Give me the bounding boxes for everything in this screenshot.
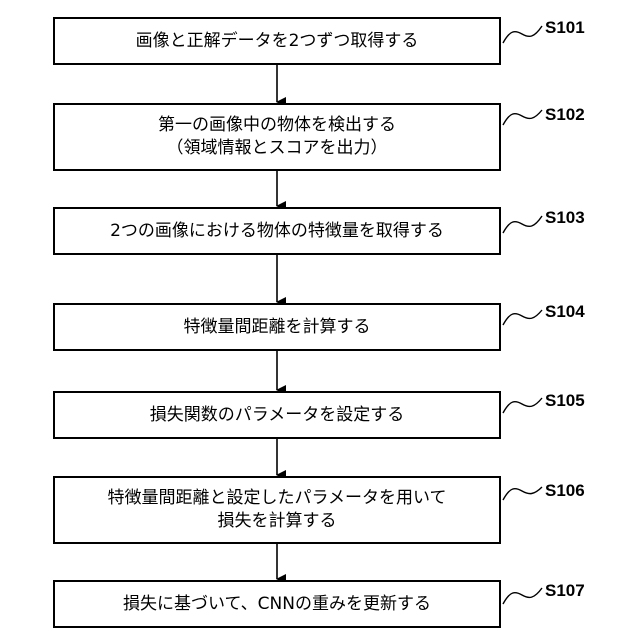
- step-box-s103: 2つの画像における物体の特徴量を取得する: [53, 207, 501, 255]
- step-text: 第一の画像中の物体を検出する: [158, 114, 396, 137]
- step-label-s106: S106: [545, 481, 585, 501]
- step-text: 2つの画像における物体の特徴量を取得する: [110, 220, 444, 243]
- step-text-line-2: （領域情報とスコアを出力）: [167, 137, 388, 160]
- leader-s104: [503, 310, 542, 325]
- step-text: 損失関数のパラメータを設定する: [150, 404, 405, 427]
- step-text-line-2: 損失を計算する: [218, 510, 337, 533]
- step-label-s104: S104: [545, 302, 585, 322]
- step-text: 特徴量間距離を計算する: [184, 316, 371, 339]
- step-box-s106: 特徴量間距離と設定したパラメータを用いて 損失を計算する: [53, 476, 501, 544]
- step-text: 損失に基づいて、CNNの重みを更新する: [123, 593, 431, 616]
- step-box-s101: 画像と正解データを2つずつ取得する: [53, 17, 501, 65]
- step-box-s107: 損失に基づいて、CNNの重みを更新する: [53, 580, 501, 628]
- leader-s106: [503, 487, 542, 500]
- step-label-s107: S107: [545, 581, 585, 601]
- step-box-s102: 第一の画像中の物体を検出する （領域情報とスコアを出力）: [53, 103, 501, 171]
- leader-s102: [503, 110, 542, 125]
- leader-s103: [503, 216, 542, 233]
- step-text: 画像と正解データを2つずつ取得する: [136, 30, 419, 53]
- leader-s101: [503, 26, 542, 43]
- step-label-s101: S101: [545, 18, 585, 38]
- step-text: 特徴量間距離と設定したパラメータを用いて: [108, 487, 447, 510]
- step-label-s105: S105: [545, 391, 585, 411]
- step-label-s102: S102: [545, 105, 585, 125]
- leader-s107: [503, 588, 542, 604]
- step-box-s104: 特徴量間距離を計算する: [53, 303, 501, 351]
- leader-s105: [503, 398, 542, 413]
- step-box-s105: 損失関数のパラメータを設定する: [53, 391, 501, 439]
- step-label-s103: S103: [545, 208, 585, 228]
